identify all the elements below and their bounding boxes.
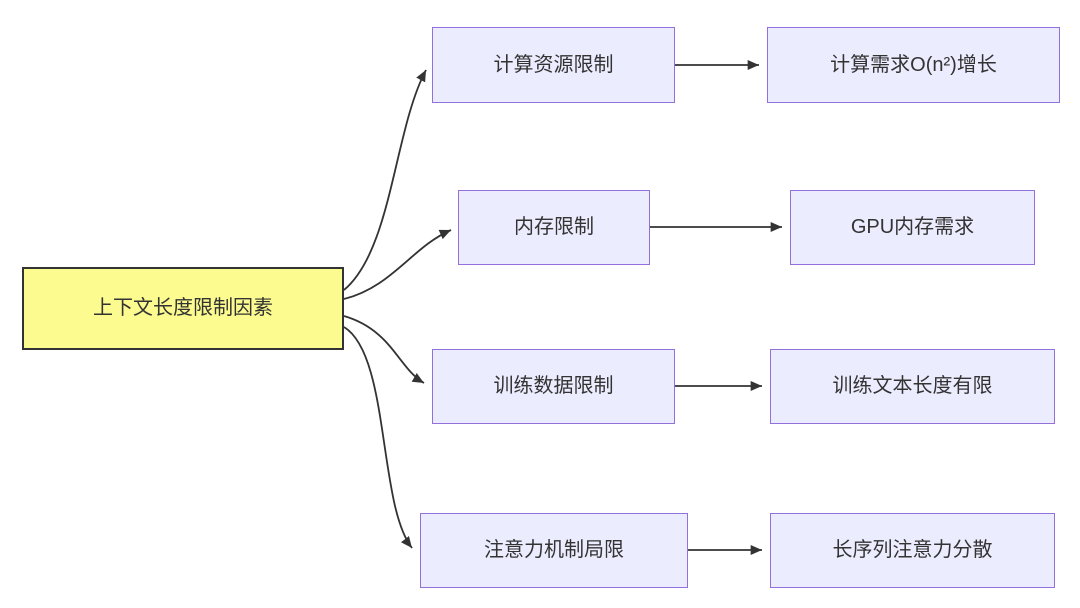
node-effect-4: 长序列注意力分散 xyxy=(770,513,1055,588)
edge-root-to-cause-2 xyxy=(343,229,452,300)
edge-root-to-cause-1 xyxy=(343,69,427,291)
node-effect-1: 计算需求O(n²)增长 xyxy=(767,27,1060,103)
edge-root-to-cause-4 xyxy=(343,326,413,549)
node-cause-4: 注意力机制局限 xyxy=(420,513,688,588)
node-root: 上下文长度限制因素 xyxy=(22,267,344,350)
node-cause-2: 内存限制 xyxy=(458,190,650,265)
node-effect-2: GPU内存需求 xyxy=(790,190,1035,265)
node-cause-1: 计算资源限制 xyxy=(432,27,675,103)
edge-root-to-cause-3 xyxy=(343,315,425,384)
node-effect-3: 训练文本长度有限 xyxy=(770,349,1055,424)
node-cause-3: 训练数据限制 xyxy=(432,349,675,424)
